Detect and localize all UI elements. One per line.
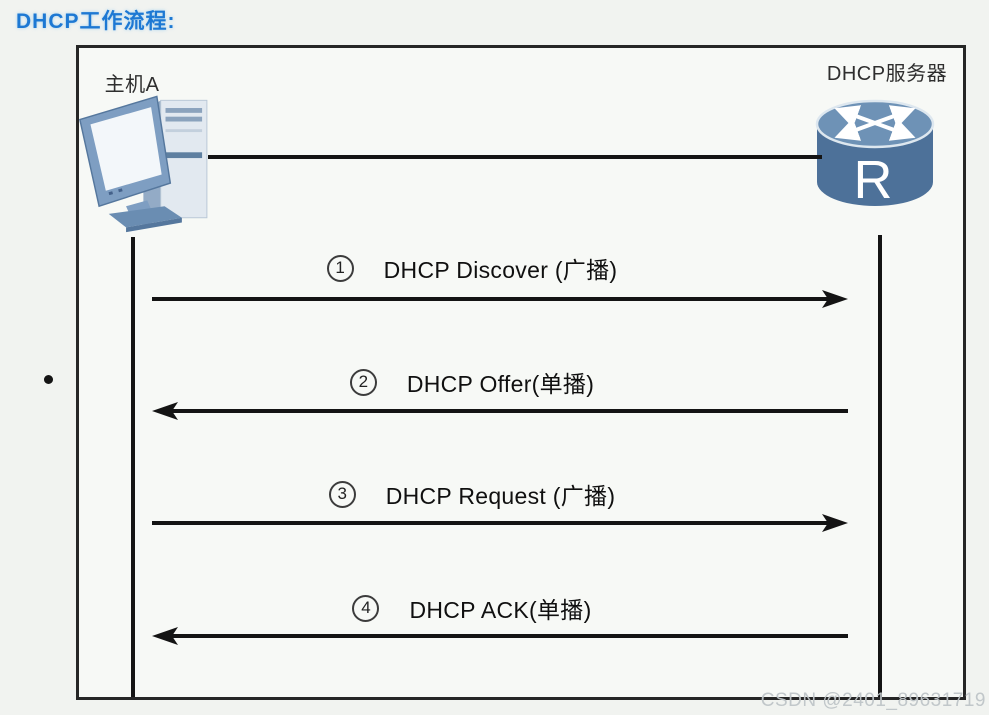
message-arrow-right (152, 514, 848, 532)
message-label-row: 4 DHCP ACK(单播) (124, 590, 820, 626)
message-text: DHCP Offer(单播) (406, 371, 595, 397)
page-title: DHCP工作流程: (16, 10, 176, 33)
message-text: DHCP Request (广播) (385, 483, 616, 509)
host-lifeline (131, 237, 135, 697)
message-arrow-left (152, 627, 848, 645)
step-number-badge: 3 (328, 480, 356, 508)
step-number-badge: 2 (349, 368, 377, 396)
csdn-watermark: CSDN @2401_89631719 (760, 690, 986, 711)
host-label: 主机A (104, 74, 160, 96)
host-server-link (208, 155, 822, 159)
message-text: DHCP Discover (广播) (383, 257, 618, 283)
message-label-row: 1 DHCP Discover (广播) (124, 250, 820, 286)
message-arrow-right (152, 290, 848, 308)
list-bullet (44, 375, 53, 384)
router-letter: R (854, 150, 893, 210)
step-number-badge: 1 (326, 254, 354, 282)
message-text: DHCP ACK(单播) (409, 597, 592, 623)
desktop-computer-icon (78, 95, 208, 233)
server-lifeline (878, 235, 882, 697)
step-number-badge: 4 (352, 594, 380, 622)
server-label: DHCP服务器 (826, 63, 948, 85)
message-arrow-left (152, 402, 848, 420)
router-icon: R (815, 99, 935, 210)
message-label-row: 2 DHCP Offer(单播) (124, 364, 820, 400)
message-label-row: 3 DHCP Request (广播) (124, 476, 820, 512)
